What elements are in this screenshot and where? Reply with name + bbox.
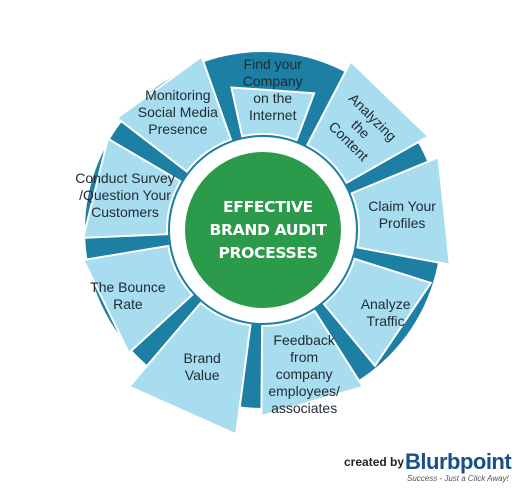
segment-5 <box>260 309 365 418</box>
segment-6 <box>127 301 252 436</box>
center-title: EFFECTIVE BRAND AUDIT PROCESSES <box>203 196 333 265</box>
segment-7 <box>82 244 194 355</box>
credit-tagline: Success - Just a Click Away! <box>407 474 509 483</box>
segment-4 <box>322 257 433 368</box>
center-title-line-1: EFFECTIVE <box>223 198 313 216</box>
segment-3 <box>350 155 451 266</box>
center-title-line-2: BRAND AUDIT <box>209 221 327 239</box>
segment-2 <box>305 59 431 185</box>
credit-created-by: created by <box>344 455 405 469</box>
blurbpoint-logo: Blurbpoint <box>405 449 512 474</box>
segment-1 <box>230 86 316 142</box>
credit-badge: created by Blurbpoint Success - Just a C… <box>344 449 512 490</box>
center-circle <box>185 152 341 308</box>
segment-8 <box>81 137 182 239</box>
center-title-line-3: PROCESSES <box>218 244 318 262</box>
segment-9 <box>115 54 233 173</box>
segments-group <box>81 54 451 436</box>
